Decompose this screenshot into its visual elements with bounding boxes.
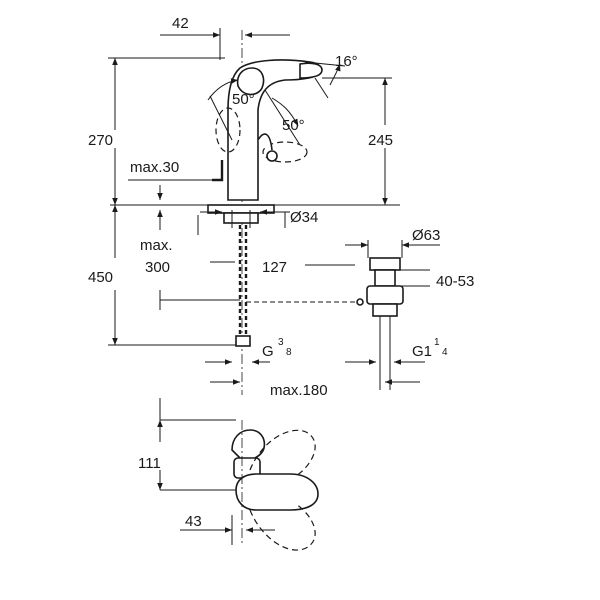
dim-supply-diameter: Ø34 [290,209,318,226]
waste-body-lower [372,303,398,317]
dim-top-offset: 42 [172,15,189,32]
dim-plan-offset: 43 [185,513,202,530]
plan-view: 111 43 [138,398,319,551]
dim-waste-thread-num: 1 [434,337,440,348]
dim-hose-length-2: 300 [145,259,170,276]
dim-spout-angle: 16° [335,53,358,70]
dim-lever-angle-right: 50° [282,117,305,134]
lever-rotated-left [215,107,241,153]
plan-spout-rotated-up [249,429,316,477]
dim-hose-length-1: max. [140,237,173,254]
plan-spout [235,473,319,511]
elevation-view: 42 16° 50° 50° 270 245 max.30 [88,15,400,395]
dim-deck-thickness: max.30 [130,159,179,176]
dim-total-height: 270 [88,132,113,149]
dim-waste-offset: 127 [262,259,287,276]
lever-rotated-right [262,141,308,163]
popup-rod [257,133,273,151]
dim-supply-thread: G [262,343,274,360]
dim-waste-thread-den: 4 [442,347,448,358]
deck-clip [212,160,224,182]
under-deck-assembly: Ø34 max. 300 450 127 Ø6 [88,204,474,399]
dim-lever-angle-left: 50° [232,91,255,108]
dim-supply-thread-den: 8 [286,347,292,358]
plan-spout-rotated-down [249,503,316,551]
dim-waste-diameter: Ø63 [412,227,440,244]
dim-depth-total: 450 [88,269,113,286]
dim-waste-thread: G1 [412,343,432,360]
dim-spout-height: 245 [368,132,393,149]
spout-tip [299,62,323,79]
popup-knob [266,150,278,162]
pull-rod-joint [356,298,364,306]
waste-flange [369,257,401,271]
mounting-nut [223,212,259,224]
dim-max-reach: max.180 [270,382,328,399]
hose-connector [235,335,251,347]
dim-waste-adjust: 40-53 [436,273,474,290]
lever-handle [236,67,265,96]
waste-nut [366,285,404,305]
dim-plan-height: 111 [138,455,161,472]
waste-body-upper [374,269,396,287]
dim-supply-thread-num: 3 [278,337,284,348]
